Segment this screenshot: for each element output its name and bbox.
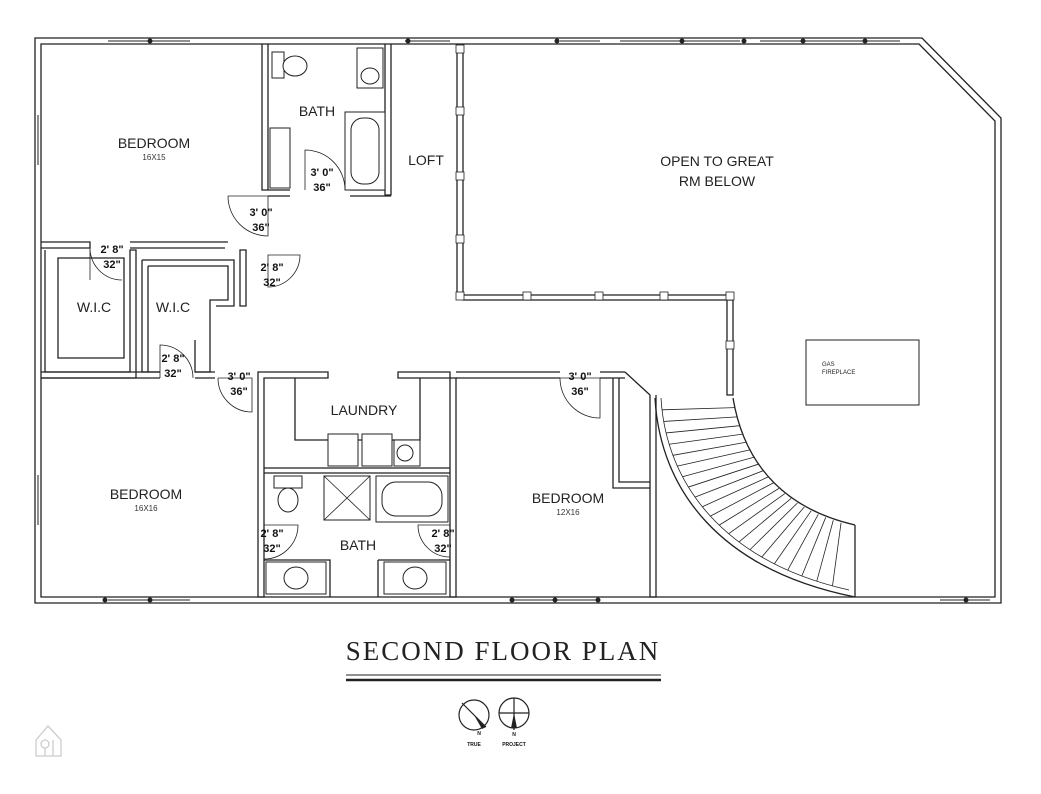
- bedroom-sw-label: BEDROOM: [110, 486, 182, 502]
- door-swings: [89, 149, 601, 560]
- title-text: SECOND FLOOR PLAN: [346, 636, 661, 666]
- door-dim-width: 3' 0": [249, 207, 272, 219]
- stair-tread: [662, 407, 735, 411]
- fireplace-label-1: GAS: [822, 362, 835, 368]
- stair-tread: [787, 514, 819, 571]
- stair-treads: [662, 407, 842, 586]
- stair-tread: [666, 425, 740, 434]
- bath-bottom-label: BATH: [340, 537, 376, 553]
- open-great-label-1: OPEN TO GREAT: [660, 153, 774, 169]
- door-dim-inches: 32": [103, 259, 120, 271]
- wic-1-label: W.I.C: [77, 299, 111, 315]
- stair-tread: [669, 433, 743, 445]
- laundry-label: LAUNDRY: [331, 402, 398, 418]
- true-north-letter: N: [477, 731, 481, 737]
- bedroom-sw-size: 16X16: [134, 504, 158, 513]
- curved-staircase: [654, 397, 856, 598]
- door-dim-width: 2' 8": [260, 528, 283, 540]
- stair-tread: [718, 488, 780, 526]
- true-north-icon: N TRUE: [458, 699, 490, 748]
- door-dim-inches: 36": [313, 182, 330, 194]
- door-dim-inches: 36": [571, 386, 588, 398]
- stair-tread: [702, 476, 769, 508]
- door-labels: 3' 0" 36" 3' 0" 36" 2' 8" 32" 2' 8" 32" …: [100, 167, 591, 555]
- project-north-label: PROJECT: [502, 742, 526, 748]
- room-labels: BEDROOM 16X15 BATH LOFT OPEN TO GREAT RM…: [77, 103, 855, 553]
- stair-tread: [728, 493, 786, 535]
- wic-2-label: W.I.C: [156, 299, 190, 315]
- stair-tread: [672, 441, 747, 456]
- stair-tread: [749, 502, 798, 550]
- open-great-label-2: RM BELOW: [679, 173, 756, 189]
- stair-tread: [710, 482, 774, 517]
- stair-tread: [694, 470, 764, 498]
- bedroom-mid-size: 12X16: [556, 508, 580, 517]
- stair-tread: [801, 517, 827, 577]
- door-dim-width: 3' 0": [227, 371, 250, 383]
- exterior-walls: [34, 37, 1002, 604]
- door-dim-width: 2' 8": [161, 353, 184, 365]
- door-dim-inches: 36": [252, 222, 269, 234]
- door-dim-width: 3' 0": [310, 167, 333, 179]
- door-dim-inches: 32": [263, 543, 280, 555]
- bath-top-label: BATH: [299, 103, 335, 119]
- fireplace-label-2: FIREPLACE: [822, 370, 855, 376]
- true-north-label: TRUE: [467, 742, 481, 748]
- door-dim-width: 2' 8": [100, 244, 123, 256]
- project-north-icon: N PROJECT: [498, 697, 530, 748]
- door-dim-inches: 32": [164, 368, 181, 380]
- door-dim-width: 2' 8": [260, 262, 283, 274]
- bedroom-nw-size: 16X15: [142, 153, 166, 162]
- door-dim-inches: 36": [230, 386, 247, 398]
- door-dim-inches: 32": [434, 543, 451, 555]
- loft-rail-posts: [455, 44, 735, 350]
- bedroom-mid-label: BEDROOM: [532, 490, 604, 506]
- windows: [37, 38, 990, 603]
- stair-tread: [738, 498, 792, 543]
- stair-tread: [832, 522, 842, 586]
- stair-tread: [774, 510, 812, 565]
- door-dim-width: 3' 0": [568, 371, 591, 383]
- stair-tread: [663, 416, 738, 422]
- loft-label: LOFT: [408, 152, 444, 168]
- north-arrows: N TRUE N PROJECT: [458, 697, 530, 748]
- bedroom-nw-label: BEDROOM: [118, 135, 190, 151]
- door-dim-width: 2' 8": [431, 528, 454, 540]
- fixtures: [265, 47, 920, 595]
- watermark-logo-icon: [35, 725, 62, 757]
- stair-tread: [677, 449, 750, 467]
- door-dim-inches: 32": [263, 277, 280, 289]
- stair-tread: [761, 506, 805, 558]
- stair-tread: [816, 520, 834, 582]
- plan-title: SECOND FLOOR PLAN: [346, 636, 661, 682]
- project-north-letter: N: [512, 732, 516, 738]
- stair-tread: [682, 456, 754, 478]
- stair-tread: [688, 463, 759, 488]
